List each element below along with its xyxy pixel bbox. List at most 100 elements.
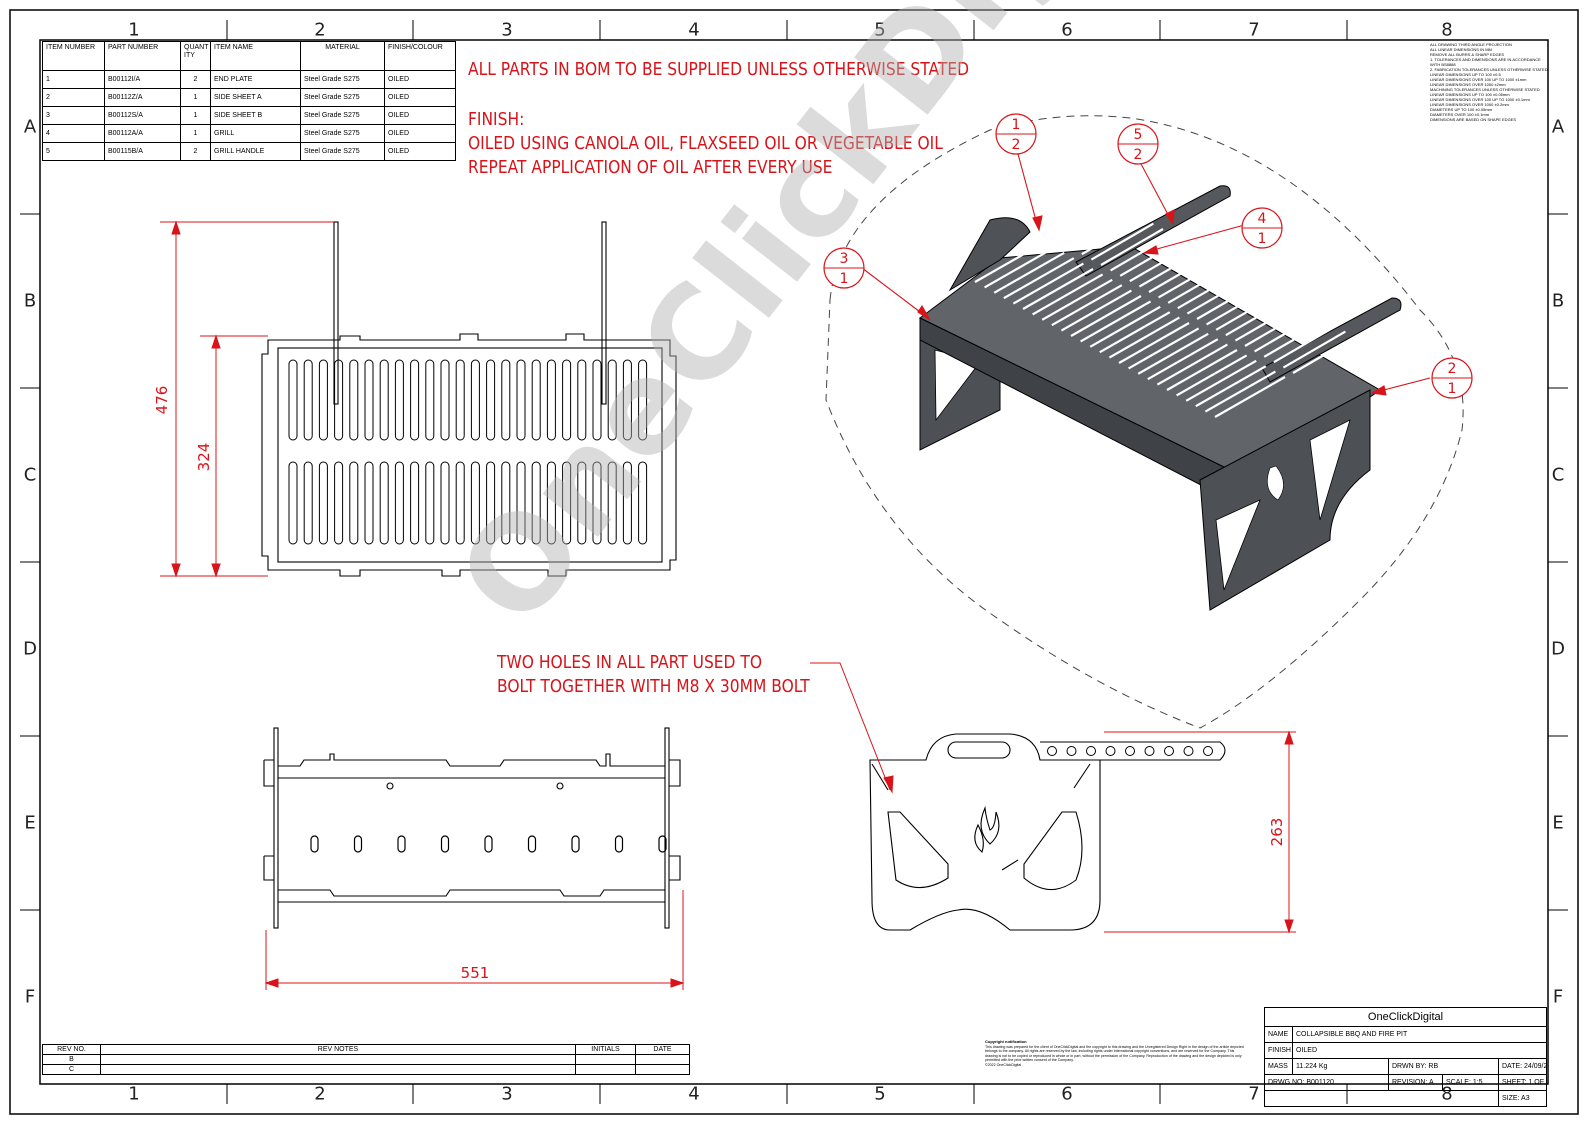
iso-slot [1062, 206, 1126, 245]
grill-slot [394, 359, 404, 441]
bom-cell: Steel Grade S275 [300, 70, 385, 89]
zone-col-7-bottom: 7 [1248, 1083, 1260, 1105]
grill-slot [379, 461, 389, 545]
revision-value: REVISION: A [1388, 1074, 1443, 1091]
copyright-footer: ©2022 OneClickDigital [985, 1062, 1022, 1067]
title-block: OneClickDigital NAME COLLAPSIBLE BBQ AND… [1263, 1007, 1548, 1107]
iso-slot [993, 251, 1065, 294]
general-notes: ALL DRAWING THIRD ANGLE PROJECTION ALL L… [1430, 42, 1548, 122]
grill-slot [501, 359, 511, 441]
copyright-text: This drawing was prepared for the client… [985, 1044, 1244, 1063]
bom-cell: 2 [180, 142, 211, 161]
spec-line: ALL DRAWING THIRD ANGLE PROJECTION [1430, 42, 1512, 47]
revision-cell [635, 1064, 690, 1075]
revision-cell: B [42, 1054, 101, 1065]
revision-row: C [42, 1064, 690, 1075]
grill-slot [577, 461, 587, 545]
grill-slot [379, 359, 389, 441]
scale-value: SCALE: 1:5 [1442, 1074, 1499, 1091]
balloon-item-number: 2 [1448, 361, 1457, 377]
finish-note: FINISH: OILED USING CANOLA OIL, FLAXSEED… [468, 108, 943, 180]
zone-col-2-top: 2 [314, 19, 326, 41]
grill-slot [318, 359, 328, 441]
iso-slot [974, 241, 1046, 283]
item-balloon: 41 [1241, 207, 1283, 249]
iso-slot [1128, 327, 1200, 370]
grill-slot [516, 359, 526, 441]
zone-col-3-top: 3 [501, 19, 513, 41]
revision-header: REV NO. [42, 1044, 101, 1055]
iso-slot [1166, 349, 1238, 391]
bom-cell: 1 [180, 106, 211, 125]
iso-slot [1051, 284, 1123, 327]
iso-slot [1137, 332, 1209, 375]
bom-header: MATERIAL [300, 41, 385, 71]
bom-cell: GRILL [210, 124, 301, 143]
grill-slot [364, 461, 374, 545]
spec-line: REMOVE ALL BURRS & SHARP EDGES [1430, 52, 1505, 57]
grill-slot [592, 359, 602, 441]
grill-slot [531, 461, 541, 545]
mass-value: 11.224 Kg [1292, 1058, 1389, 1075]
spec-line: DIMENSIONS ARE BASED ON SHAPE EDGES [1430, 117, 1517, 122]
vent-hole [527, 835, 537, 853]
bom-cell: B00112S/A [104, 106, 181, 125]
bom-cell: 1 [180, 88, 211, 107]
handle-hole [1125, 746, 1135, 756]
top-view: 476 324 [153, 220, 677, 578]
holes-note-line: TWO HOLES IN ALL PART USED TO [497, 652, 763, 673]
revision-header: REV NOTES [100, 1044, 576, 1055]
grill-slot [425, 461, 435, 545]
mass-label: MASS [1264, 1058, 1293, 1075]
revision-cell [100, 1054, 576, 1065]
side-vent-holes [310, 835, 667, 853]
spec-line: 2. FABRICATION TOLERANCES UNLESS OTHERWI… [1430, 67, 1548, 72]
vent-hole [440, 835, 450, 853]
holes-note-line: BOLT TOGETHER WITH M8 X 30MM BOLT [497, 676, 810, 697]
finish-note-line: OILED USING CANOLA OIL, FLAXSEED OIL OR … [468, 133, 943, 154]
zone-row-b-right: B [1551, 290, 1565, 312]
vent-hole [484, 835, 493, 853]
grill-slot [577, 359, 587, 441]
iso-slot [1176, 354, 1248, 397]
iso-slot [1234, 303, 1298, 342]
iso-slot [1215, 292, 1279, 331]
bom-header: PART NUMBER [104, 41, 181, 71]
handle-hole [1203, 746, 1213, 756]
item-balloon: 31 [823, 247, 865, 289]
iso-slot [1081, 217, 1145, 256]
balloon-item-number: 5 [1134, 127, 1143, 143]
grill-slot [394, 461, 404, 545]
zone-col-6-bottom: 6 [1061, 1083, 1073, 1105]
balloon-quantity: 1 [840, 271, 849, 287]
grill-slot [303, 461, 313, 545]
iso-slot [1119, 238, 1183, 277]
balloon-item-number: 1 [1012, 117, 1021, 133]
handle-hole [1105, 746, 1116, 756]
grill-slot [622, 461, 632, 545]
drawing-number: DRWG NO: B001120 [1264, 1074, 1389, 1091]
iso-slot [1156, 343, 1228, 386]
bom-header-row: ITEM NUMBER PART NUMBER QUANT ITY ITEM N… [42, 41, 456, 71]
balloon-quantity: 2 [1012, 137, 1021, 153]
zone-row-e-right: E [1552, 812, 1564, 834]
bom-cell: B00112A/A [104, 124, 181, 143]
bom-cell: OILED [384, 124, 456, 143]
sheet-value: SHEET: 1 OF 2 [1497, 1074, 1548, 1091]
supply-note-text: ALL PARTS IN BOM TO BE SUPPLIED UNLESS O… [468, 59, 970, 80]
iso-slot [1070, 295, 1142, 337]
spec-line: LINEAR DIMENSIONS OVER 1000 ±0.2mm [1430, 102, 1509, 107]
spec-line: DIAMETERS UP TO 100 ±0.05mm [1430, 107, 1492, 112]
balloon-quantity: 2 [1134, 147, 1143, 163]
handle-hole [1144, 746, 1155, 756]
iso-slot [1041, 278, 1113, 321]
grill-slot [410, 359, 420, 441]
iso-slot [1052, 201, 1116, 239]
bom-cell: OILED [384, 106, 456, 125]
grill-slot [455, 359, 465, 441]
bom-header: QUANT ITY [180, 41, 211, 71]
handle-hole [1164, 746, 1174, 756]
